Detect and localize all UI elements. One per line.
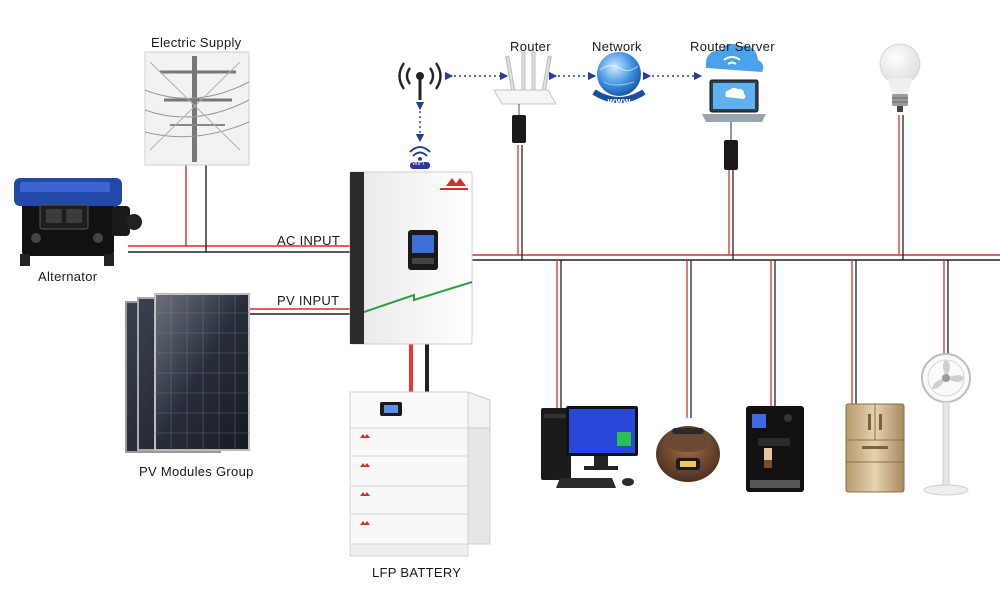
laptop-icon	[702, 43, 766, 170]
electric-supply-label: Electric Supply	[151, 35, 242, 50]
router-server-label: Router Server	[690, 39, 775, 54]
network-label: Network	[592, 39, 642, 54]
solar-panel-icon	[125, 293, 250, 453]
pv-input-label: PV INPUT	[277, 293, 340, 308]
desktop-computer-icon	[541, 406, 638, 488]
wifi-icon	[409, 146, 431, 169]
rice-cooker-icon	[656, 426, 720, 482]
antenna-icon	[398, 62, 442, 100]
generator-icon	[14, 178, 142, 266]
pv-modules-label: PV Modules Group	[139, 464, 254, 479]
wifi-badge-label: WiFi	[412, 161, 424, 167]
globe-icon: WWW	[592, 52, 646, 106]
router-label: Router	[510, 39, 551, 54]
data-links	[415, 71, 703, 143]
light-bulb-icon	[879, 43, 921, 112]
battery-label: LFP BATTERY	[372, 565, 462, 580]
utility-pole-icon	[144, 51, 250, 166]
inverter-icon	[349, 171, 473, 345]
refrigerator-icon	[845, 403, 905, 493]
standing-fan-icon	[921, 353, 971, 496]
svg-text:WWW: WWW	[607, 98, 630, 106]
ac-input-label: AC INPUT	[277, 233, 341, 248]
coffee-machine-icon	[746, 406, 804, 492]
battery-stack-icon	[349, 391, 491, 557]
router-icon	[493, 51, 557, 143]
wiring	[128, 115, 1000, 418]
alternator-label: Alternator	[38, 269, 98, 284]
